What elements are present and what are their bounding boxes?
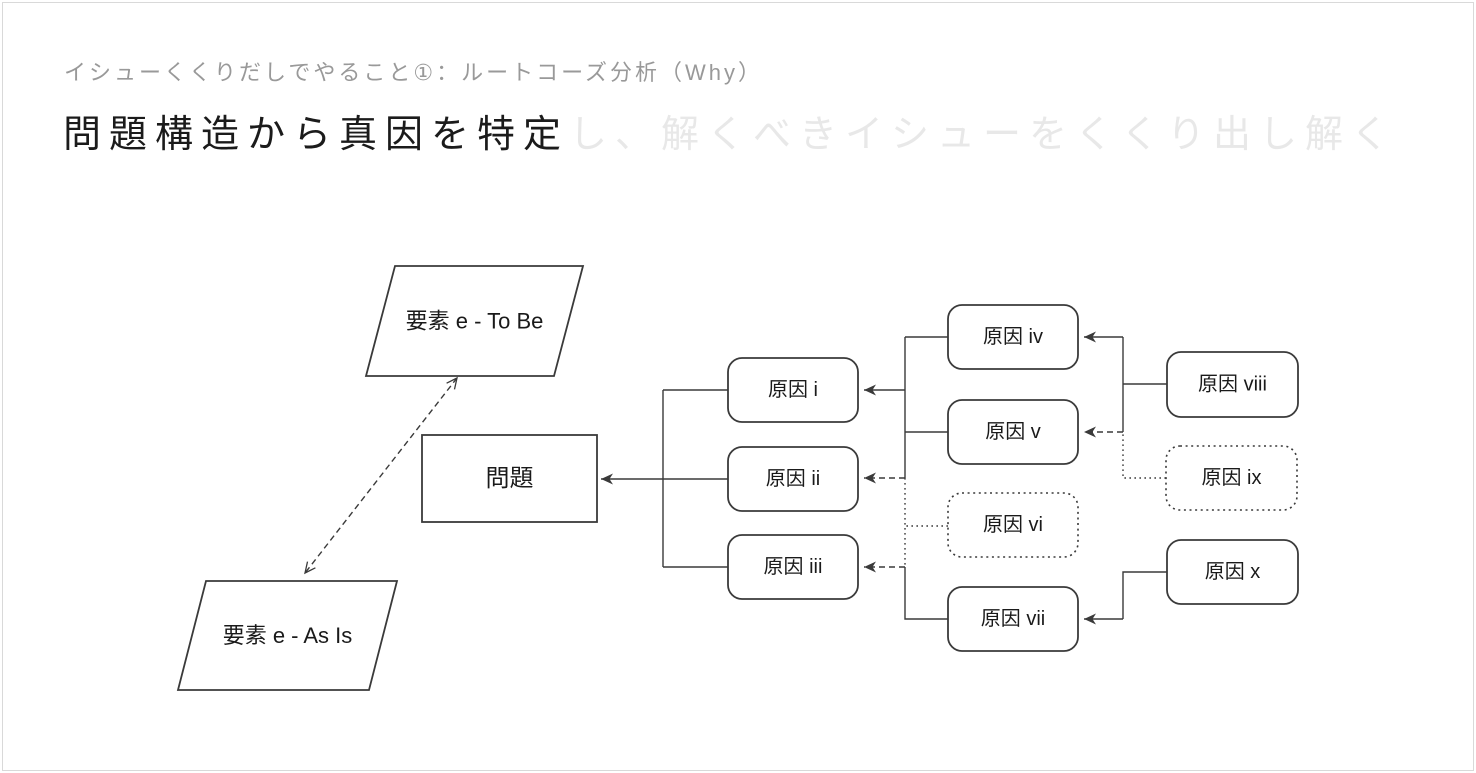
kicker-text: イシューくくりだしでやること①：ルートコーズ分析（Why） — [64, 60, 763, 85]
node-cause-iii: 原因 iii — [727, 534, 859, 600]
cause-vii-shape — [947, 586, 1079, 652]
cause-vii-label: 原因 vii — [981, 608, 1045, 630]
node-cause-iv: 原因 iv — [947, 304, 1079, 370]
node-problem: 問題 — [421, 434, 598, 523]
edge-link-x — [1122, 571, 1167, 619]
node-cause-vii: 原因 vii — [947, 586, 1079, 652]
problem-label: 問題 — [486, 465, 534, 492]
node-cause-ii: 原因 ii — [727, 446, 859, 512]
edges-layer — [305, 331, 1167, 625]
title-emphasis: 問題構造から真因を特定 — [63, 114, 570, 156]
title-ghost: し、解くべきイシューをくくり出し解く — [569, 114, 1398, 156]
cause-vi-label: 原因 vi — [983, 514, 1043, 536]
cause-vi-shape — [947, 492, 1079, 558]
cause-viii-label: 原因 viii — [1198, 374, 1267, 396]
node-asis: 要素 e - As Is — [176, 580, 399, 691]
cause-v-shape — [947, 399, 1079, 465]
cause-i-shape — [727, 357, 859, 423]
asis-shape — [176, 580, 399, 691]
asis-label: 要素 e - As Is — [223, 623, 353, 648]
cause-i-label: 原因 i — [768, 379, 818, 401]
cause-iii-shape — [727, 534, 859, 600]
edge-link-tobe-asis — [305, 378, 457, 573]
cause-iii-label: 原因 iii — [764, 556, 823, 578]
cause-ix-label: 原因 ix — [1202, 467, 1262, 489]
cause-x-label: 原因 x — [1205, 561, 1261, 583]
node-cause-viii: 原因 viii — [1166, 351, 1299, 418]
node-cause-x: 原因 x — [1166, 539, 1299, 605]
node-cause-vi: 原因 vi — [947, 492, 1079, 558]
cause-ix-shape — [1165, 445, 1298, 511]
edge-link-cause-vii-bracket — [904, 567, 948, 620]
tobe-shape — [364, 265, 585, 377]
node-cause-ix: 原因 ix — [1165, 445, 1298, 511]
cause-viii-shape — [1166, 351, 1299, 418]
tobe-label: 要素 e - To Be — [406, 309, 544, 334]
cause-iv-label: 原因 iv — [983, 326, 1043, 348]
cause-v-label: 原因 v — [985, 421, 1041, 443]
node-cause-v: 原因 v — [947, 399, 1079, 465]
edge-link-ix-dotted — [1122, 432, 1166, 479]
cause-x-shape — [1166, 539, 1299, 605]
problem-shape — [421, 434, 598, 523]
node-tobe: 要素 e - To Be — [364, 265, 585, 377]
cause-ii-shape — [727, 446, 859, 512]
node-cause-i: 原因 i — [727, 357, 859, 423]
cause-ii-label: 原因 ii — [766, 468, 820, 490]
cause-iv-shape — [947, 304, 1079, 370]
page-title: 問題構造から真因を特定し、解くべきイシューをくくり出し解く — [63, 103, 1397, 158]
nodes-layer: 要素 e - To Be 要素 e - As Is 問題 原因 i 原因 ii 原因 ii… — [176, 265, 1299, 691]
